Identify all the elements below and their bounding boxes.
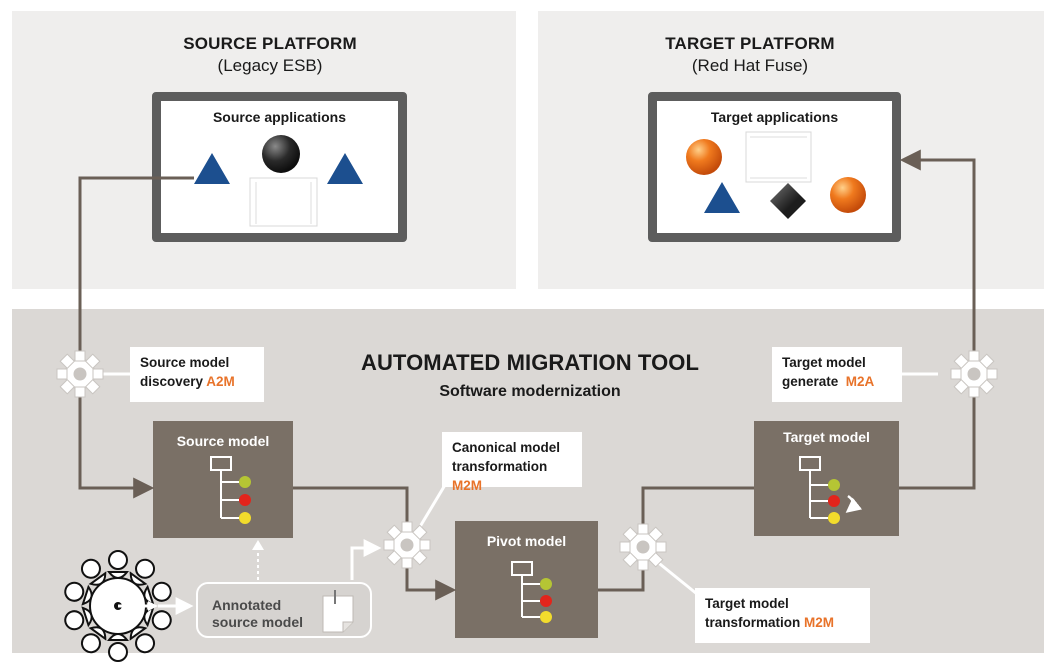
pivot-model-label: Pivot model xyxy=(486,533,567,549)
canonical-transformation-callout: Canonical model transformation M2M xyxy=(442,432,582,493)
source-platform-subtitle: (Legacy ESB) xyxy=(217,56,323,75)
note-icon xyxy=(322,590,354,633)
m2m-tag-target: M2M xyxy=(804,615,835,630)
triangle-shape xyxy=(194,153,230,184)
target-generate-callout: Target model generate M2A xyxy=(772,347,902,402)
source-discovery-callout: Source model discovery A2M xyxy=(130,347,264,402)
people-circle-icon xyxy=(64,550,194,662)
gear-icon xyxy=(619,523,667,571)
sphere-shape xyxy=(686,139,722,175)
tree-model-icon xyxy=(511,561,552,623)
connector-target-gear-up xyxy=(641,486,754,532)
gear-icon xyxy=(383,521,431,569)
target-model-box: Target model xyxy=(754,421,899,536)
target-model-label: Target model xyxy=(783,429,870,445)
target-applications-label: Target applications xyxy=(710,109,839,125)
sphere-shape xyxy=(830,177,866,213)
connector-source-to-canonical xyxy=(293,486,409,530)
triangle-shape xyxy=(704,182,740,213)
m2m-tag-canonical: M2M xyxy=(452,478,482,493)
tree-model-icon xyxy=(210,456,251,524)
pivot-model-box: Pivot model xyxy=(455,521,598,638)
source-platform-title: SOURCE PLATFORM xyxy=(183,34,357,53)
a2m-tag: A2M xyxy=(206,374,235,389)
document-shape xyxy=(249,177,318,227)
gear-icon xyxy=(56,350,104,398)
connector-canonical-to-pivot xyxy=(405,560,457,601)
target-transformation-callout: Target model transformation M2M xyxy=(695,588,870,643)
source-applications-label: Source applications xyxy=(212,109,347,125)
target-platform-subtitle: (Red Hat Fuse) xyxy=(691,56,809,75)
document-shape xyxy=(745,131,812,183)
gear-icon xyxy=(950,350,998,398)
tool-subtitle: Software modernization xyxy=(439,383,621,400)
sphere-shape xyxy=(262,135,300,173)
source-model-label: Source model xyxy=(176,433,270,449)
m2a-tag: M2A xyxy=(845,374,875,389)
tree-model-icon xyxy=(799,456,863,524)
diamond-shape xyxy=(770,183,806,219)
triangle-shape xyxy=(327,153,363,184)
tool-title: AUTOMATED MIGRATION TOOL xyxy=(360,350,700,375)
connector-pivot-to-target-gear xyxy=(598,563,645,592)
target-platform-title: TARGET PLATFORM xyxy=(665,34,835,53)
connector-source-discovery xyxy=(78,176,194,499)
connector-target-generate xyxy=(899,149,976,490)
